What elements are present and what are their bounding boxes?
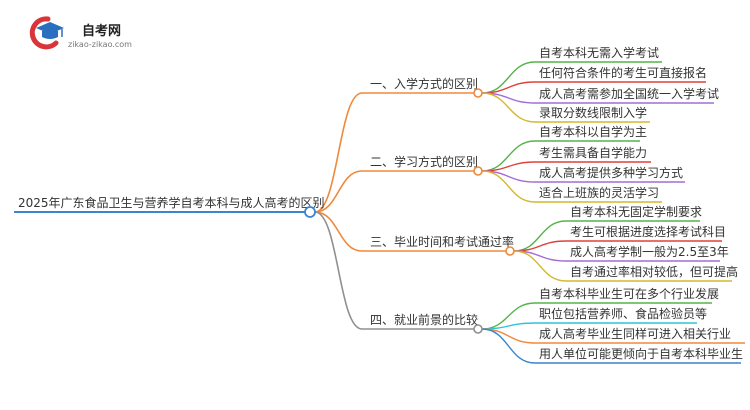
branch-connector — [314, 92, 363, 213]
root-node-dot — [304, 206, 316, 218]
leaf-connector — [481, 92, 536, 123]
leaf-label: 自考本科毕业生可在多个行业发展 — [539, 286, 719, 301]
leaf-label: 适合上班族的灵活学习 — [539, 185, 659, 200]
logo-title: 自考网 — [82, 23, 121, 39]
site-logo: 自考网 zikao-zikao.com — [29, 16, 132, 50]
branch-label: 四、就业前景的比较 — [370, 312, 478, 327]
mindmap-nodes: 自考本科无需入学考试任何符合条件的考生可直接报名成人高考需参加全国统一入学考试录… — [18, 45, 743, 361]
leaf-label: 任何符合条件的考生可直接报名 — [539, 65, 707, 80]
leaf-label: 成人高考需参加全国统一入学考试 — [539, 86, 719, 101]
leaf-label: 成人高考毕业生同样可进入相关行业 — [539, 326, 731, 341]
leaf-connector — [481, 328, 536, 364]
branch-label: 二、学习方式的区别 — [370, 154, 478, 169]
leaf-connector — [481, 61, 536, 94]
branch-node-dot — [473, 88, 483, 98]
branch-node-dot — [473, 166, 483, 176]
branch-connector — [314, 211, 363, 330]
leaf-label: 用人单位可能更倾向于自考本科毕业生 — [539, 346, 743, 361]
leaf-label: 职位包括营养师、食品检验员等 — [539, 306, 707, 321]
leaf-label: 考生需具备自学能力 — [539, 145, 647, 160]
leaf-label: 自考本科以自学为主 — [539, 124, 647, 139]
root-label: 2025年广东食品卫生与营养学自考本科与成人高考的区别 — [18, 195, 325, 210]
branch-node-dot — [505, 246, 515, 256]
logo-icon — [29, 16, 64, 50]
leaf-connector — [481, 302, 536, 330]
branch-connector — [314, 211, 363, 252]
mindmap-edges — [14, 61, 745, 364]
leaf-connector — [513, 250, 567, 282]
leaf-label: 成人高考学制一般为2.5至3年 — [570, 244, 729, 259]
leaf-label: 录取分数线限制入学 — [539, 105, 647, 120]
branch-label: 三、毕业时间和考试通过率 — [370, 234, 514, 249]
branch-connector — [314, 170, 363, 213]
leaf-label: 自考通过率相对较低，但可提高 — [570, 264, 738, 279]
leaf-label: 自考本科无固定学制要求 — [570, 204, 702, 219]
leaf-label: 自考本科无需入学考试 — [539, 45, 659, 60]
logo-subtitle: zikao-zikao.com — [68, 40, 132, 49]
branch-label: 一、入学方式的区别 — [370, 76, 478, 91]
leaf-connector — [481, 322, 536, 330]
branch-node-dot — [473, 324, 483, 334]
leaf-label: 成人高考提供多种学习方式 — [539, 165, 683, 180]
leaf-connector — [481, 170, 536, 203]
leaf-label: 考生可根据进度选择考试科目 — [570, 224, 726, 239]
leaf-connector — [481, 328, 536, 344]
